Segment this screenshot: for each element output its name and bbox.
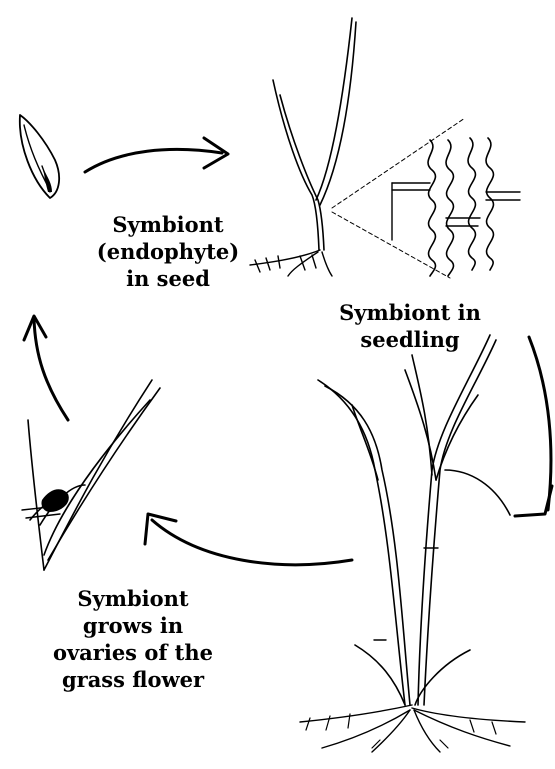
seed-label: Symbiont (endophyte) in seed	[68, 211, 268, 292]
seed-label-line-3: in seed	[68, 265, 268, 292]
flower-label-line-3: ovaries of the	[23, 639, 243, 666]
seed-drawing	[20, 115, 59, 198]
seed-label-line-2: (endophyte)	[68, 238, 268, 265]
arrow-flower-to-seed	[24, 316, 68, 420]
mature-plant-drawing	[300, 335, 525, 752]
grass-flower-drawing	[22, 380, 160, 570]
seedling-label: Symbiont in seedling	[300, 299, 520, 353]
seedling-label-line-2: seedling	[300, 326, 520, 353]
flower-label-line-2: grows in	[23, 612, 243, 639]
hyphae-zoom-drawing	[392, 138, 520, 276]
seedling-label-line-1: Symbiont in	[300, 299, 520, 326]
flower-label-line-4: grass flower	[23, 666, 243, 693]
arrow-seedling-to-plant	[515, 337, 552, 516]
seed-label-line-1: Symbiont	[68, 211, 268, 238]
arrow-plant-to-flower	[145, 514, 352, 565]
flower-label-line-1: Symbiont	[23, 585, 243, 612]
arrow-seed-to-seedling	[85, 138, 228, 172]
flower-label: Symbiont grows in ovaries of the grass f…	[23, 585, 243, 693]
